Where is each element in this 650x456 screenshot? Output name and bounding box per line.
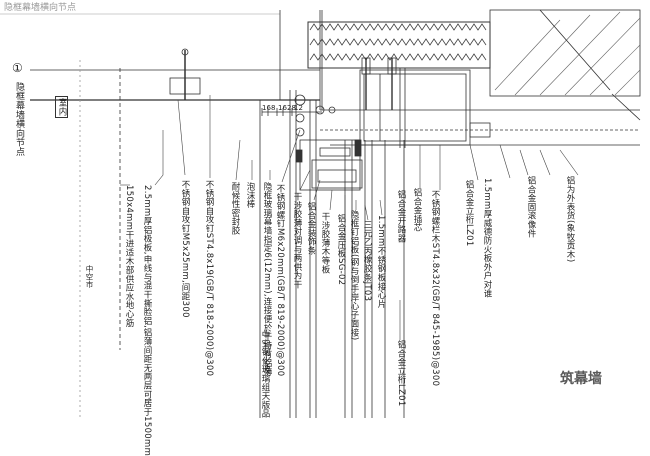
callout-label: 泡沫棒 [245, 182, 255, 209]
callout-label: 不锈钢螺钉M6x20mm(GB/T 819-2000)@300 [275, 184, 285, 377]
callout-label: 150x4mm干进适木部供应水地心筋 [124, 185, 134, 328]
section-marker: ① [12, 61, 23, 75]
grid-number: 16 [278, 104, 287, 112]
callout-label: 铝为外表货(象牧贡木) [565, 176, 575, 263]
grid-number: 8 [271, 104, 276, 112]
callout-label: 铝合金装饰条 [306, 202, 316, 255]
watermark: 筑幕墙 [560, 371, 602, 387]
callout-label: 铝合金立桁LZ01 [464, 180, 474, 247]
callout-label: 三元乙丙橡胶条JT03 [362, 220, 372, 302]
callout-label: 1.5mm不锈钢板接心片 [376, 215, 386, 309]
callout-label: 铝合金压板SG-02 [336, 214, 346, 286]
header-text: 隐框幕墙横向节点 [4, 3, 77, 13]
grid-number: 12 [294, 104, 303, 112]
callout-label: 不锈钢螺栏木ST4.8x32(GB/T 845-1985)@300 [430, 190, 440, 387]
callout-label: 中空钢化玻璃组天版品 [260, 330, 270, 418]
callout-label: 不锈钢自攻钉ST4.8x19(GB/T 818-2000)@300 [204, 180, 214, 377]
callout-label: 1.5mm厚威德防火板外户对谁 [482, 178, 492, 298]
callout-label: 隐框钉铝板(钢与倒手岸心子面接) [349, 210, 359, 341]
drawing-title: 隐框幕墙横向节点 [14, 82, 24, 157]
callout-label: 干涉胶薄对调与两供为干 [292, 192, 302, 289]
callout-label: 铝合金开路器 [396, 190, 406, 243]
room-side-label: 中空市 [85, 265, 94, 289]
callout-label: 不锈钢自攻钉M5x25mm,间距300 [180, 180, 190, 318]
callout-label: 铝合金插芯 [412, 188, 422, 232]
curtain-wall-node-drawing: ① [0, 9, 641, 418]
callout-label: 隐框玻璃幕墙指定6(12mm),连接便於干持有铝薄 [262, 182, 272, 377]
callout-label: 干涉胶薄木等板 [320, 212, 330, 274]
callout-label: 2.5mm厚铝极板,申线与混干撕脸铝,铝薄间距无两层可居于1500mm [142, 185, 152, 456]
grid-number: 16 [262, 104, 271, 112]
callout-label: 耐候性密封胶 [230, 182, 240, 235]
callout-label: 铝合金立桁LZ01 [396, 340, 406, 407]
grid-number: 28 [287, 104, 296, 112]
callout-label: 铝合金固滚像件 [526, 176, 536, 238]
floor-label: 室内 [55, 96, 68, 118]
